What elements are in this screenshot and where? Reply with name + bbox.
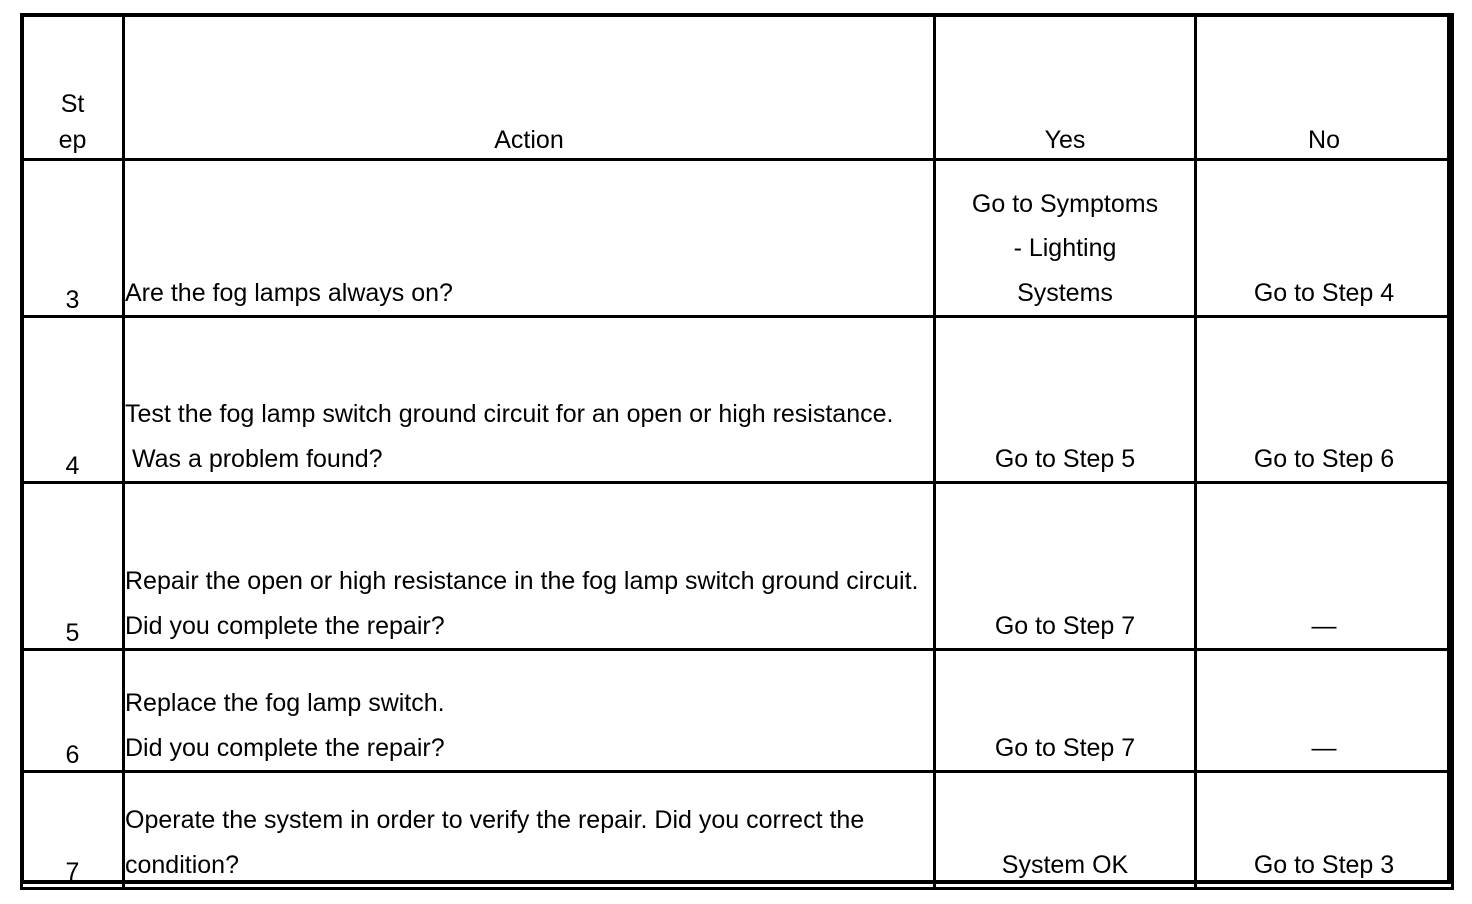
cell-no: Go to Step 4 bbox=[1194, 158, 1454, 318]
cell-action: Replace the fog lamp switch. Did you com… bbox=[122, 648, 936, 773]
cell-action: Test the fog lamp switch ground circuit … bbox=[122, 315, 936, 484]
cell-step: 7 bbox=[20, 770, 125, 890]
cell-no: Go to Step 6 bbox=[1194, 315, 1454, 484]
cell-yes: Go to Symptoms - Lighting Systems bbox=[933, 158, 1197, 318]
cell-no: — bbox=[1194, 648, 1454, 773]
table-row: 6 Replace the fog lamp switch. Did you c… bbox=[20, 648, 1454, 773]
diagnostic-table: St ep Action Yes No 3 Are the fog lamps … bbox=[20, 13, 1454, 890]
cell-no: Go to Step 3 bbox=[1194, 770, 1454, 890]
cell-yes: Go to Step 5 bbox=[933, 315, 1197, 484]
cell-step: 3 bbox=[20, 158, 125, 318]
table-row: 5 Repair the open or high resistance in … bbox=[20, 481, 1454, 651]
cell-step: 5 bbox=[20, 481, 125, 651]
column-header-step-line2: ep bbox=[58, 125, 87, 154]
column-header-step-line1: St bbox=[60, 90, 85, 118]
cell-step: 6 bbox=[20, 648, 125, 773]
table-row: 7 Operate the system in order to verify … bbox=[20, 770, 1454, 890]
table-header-row: St ep Action Yes No bbox=[20, 13, 1454, 161]
cell-yes: System OK bbox=[933, 770, 1197, 890]
table-row: 3 Are the fog lamps always on? Go to Sym… bbox=[20, 158, 1454, 318]
column-header-yes: Yes bbox=[933, 13, 1197, 161]
cell-no: — bbox=[1194, 481, 1454, 651]
table-row: 4 Test the fog lamp switch ground circui… bbox=[20, 315, 1454, 484]
column-header-no: No bbox=[1194, 13, 1454, 161]
cell-step: 4 bbox=[20, 315, 125, 484]
cell-action: Are the fog lamps always on? bbox=[122, 158, 936, 318]
cell-yes: Go to Step 7 bbox=[933, 648, 1197, 773]
cell-yes: Go to Step 7 bbox=[933, 481, 1197, 651]
column-header-step: St ep bbox=[20, 13, 125, 161]
cell-action: Repair the open or high resistance in th… bbox=[122, 481, 936, 651]
cell-action: Operate the system in order to verify th… bbox=[122, 770, 936, 890]
column-header-action: Action bbox=[122, 13, 936, 161]
